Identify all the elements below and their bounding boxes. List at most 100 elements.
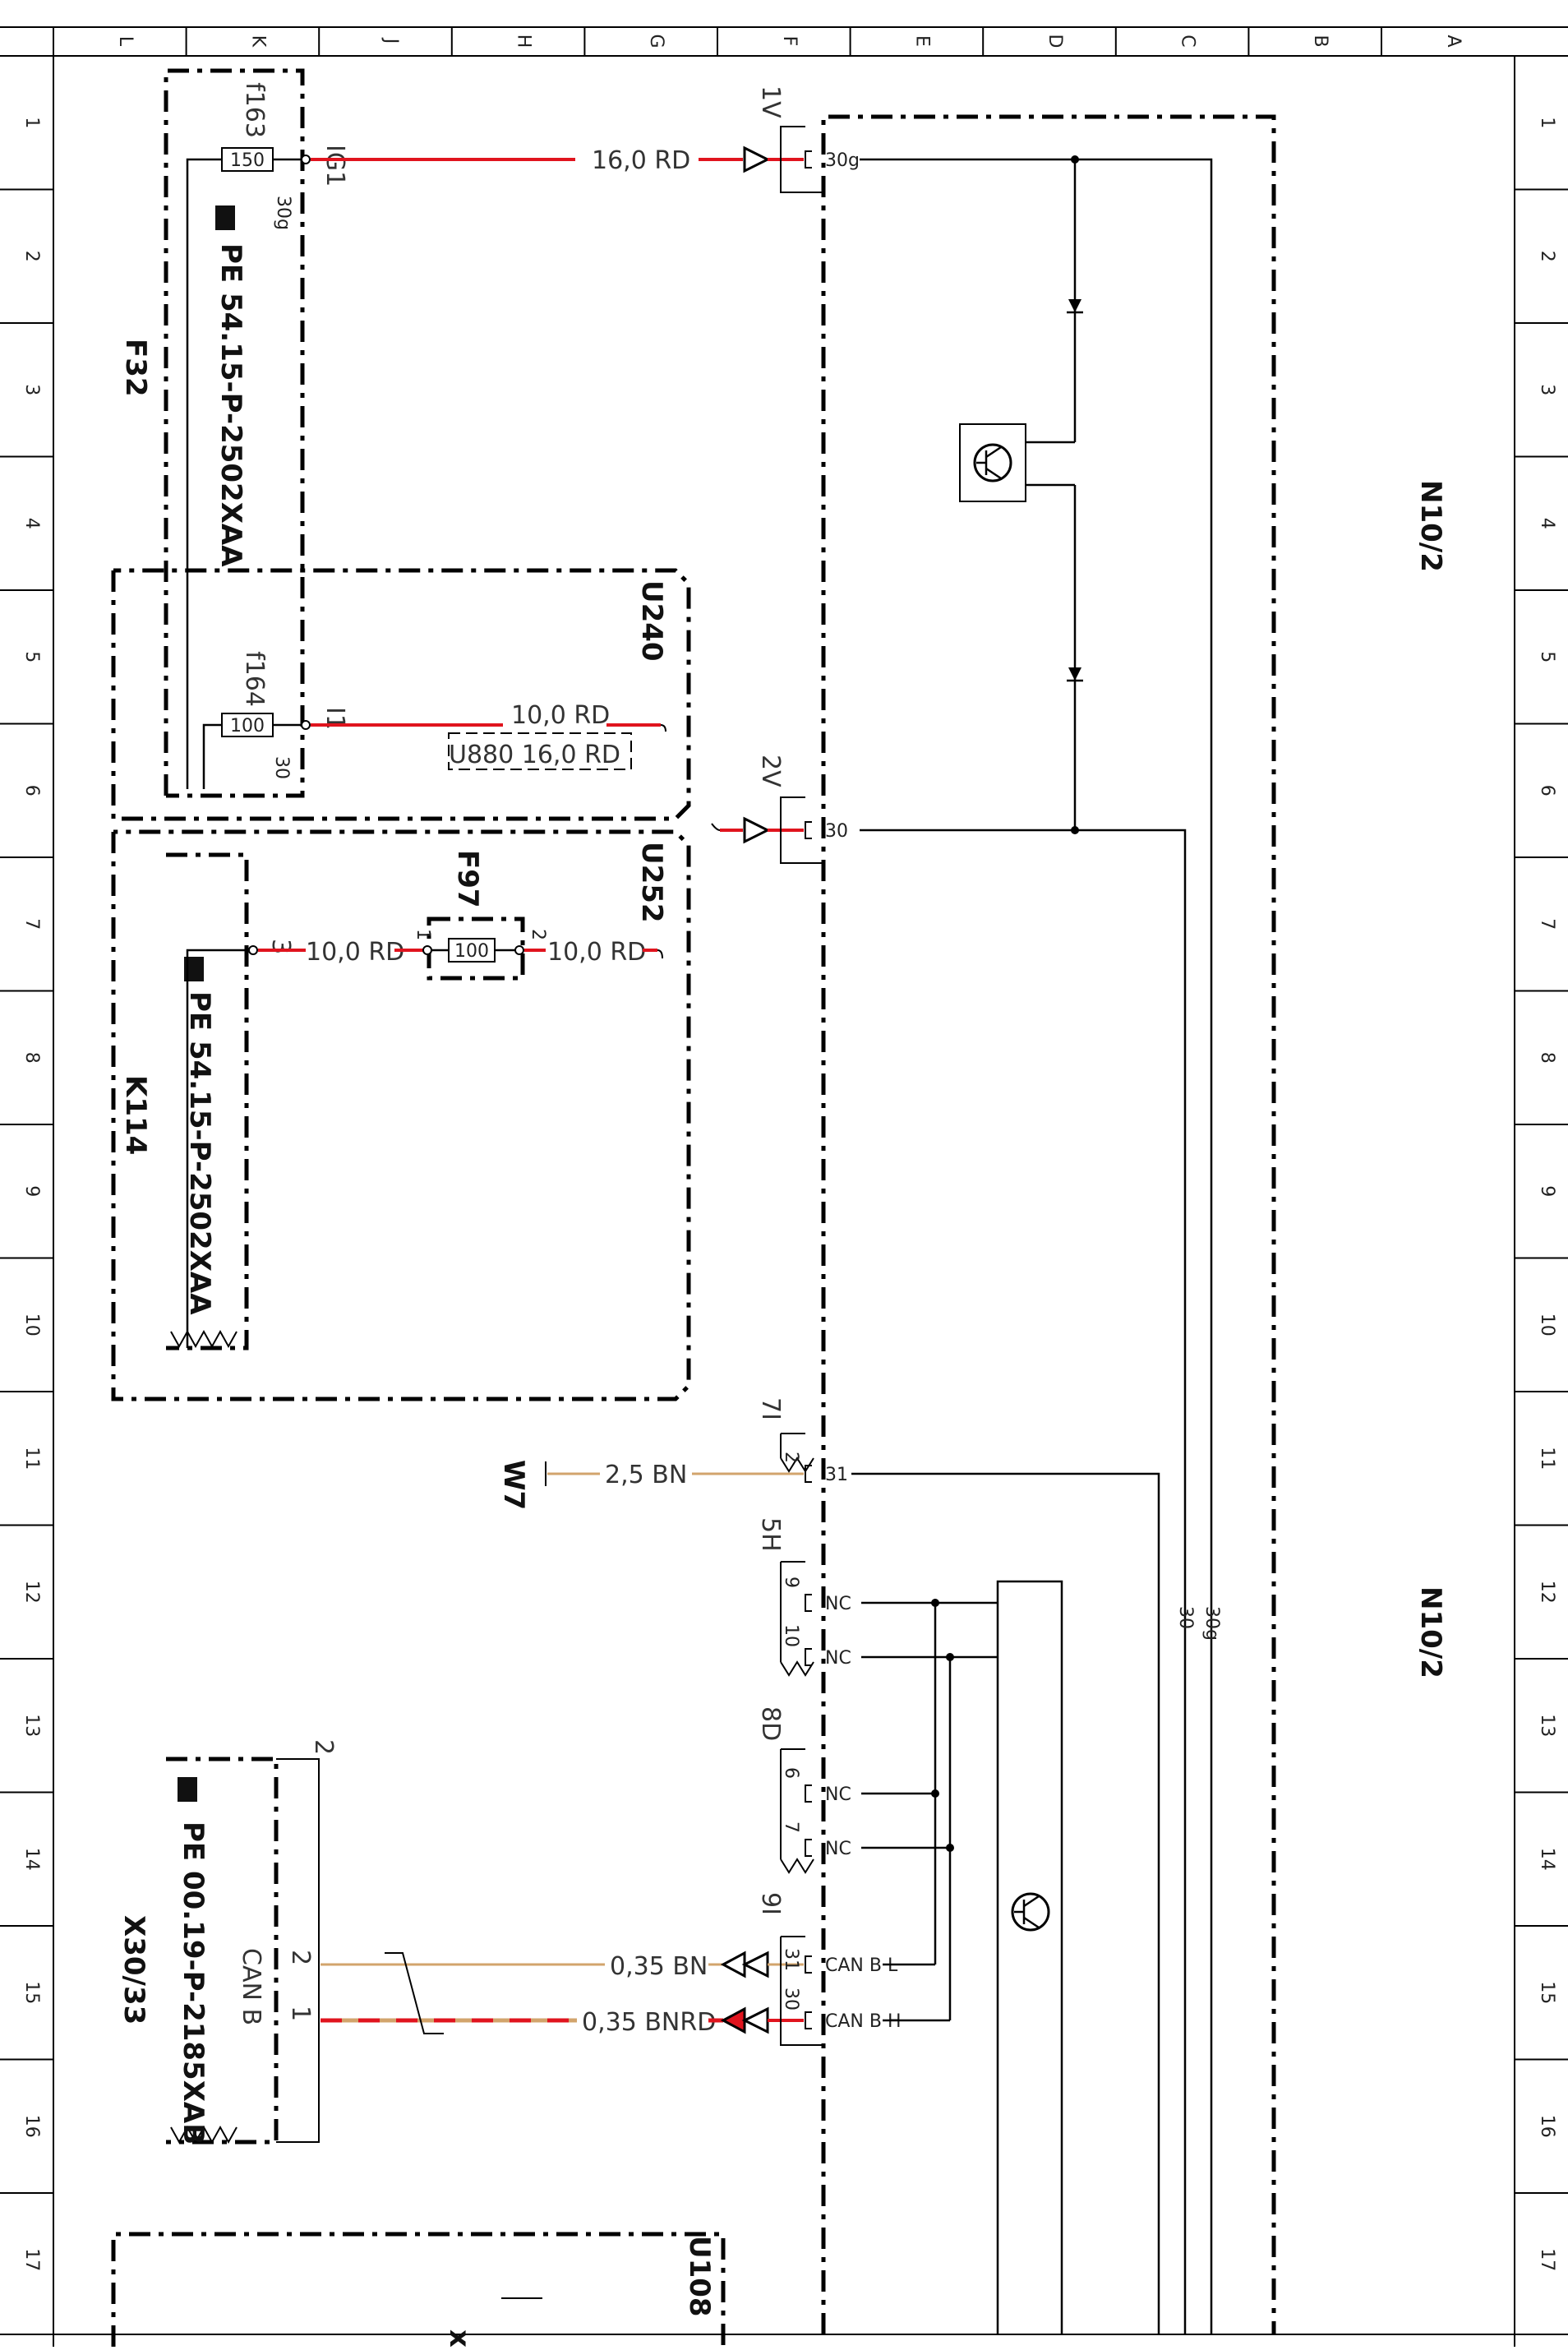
signal-nc-3: NC [825, 1784, 851, 1805]
column-label-l: L [115, 36, 136, 47]
fuse-f164-terminal: 30 [271, 756, 292, 779]
module-label-u240: U240 [635, 580, 668, 662]
signal-30: 30 [825, 821, 848, 842]
f32-bus-30g [186, 158, 222, 789]
signal-can-b-h: CAN B H [825, 2011, 902, 2032]
x30-pin-2-top: 2 [309, 1739, 338, 1755]
pe-reference-f32: PE 54.15-P-2502XAA [214, 243, 247, 567]
n10-2-connector-blocks [780, 126, 823, 2046]
row-label-2-right: 2 [1537, 251, 1557, 262]
row-label-10-right: 10 [1537, 1314, 1557, 1337]
row-label-4-right: 4 [1537, 518, 1557, 529]
column-label-k: K [247, 35, 268, 48]
row-label-8-left: 8 [21, 1052, 42, 1064]
module-label-u252: U252 [635, 842, 668, 923]
row-label-4-left: 4 [21, 518, 42, 529]
n10-2-module-boundary [821, 114, 1276, 2334]
module-label-k114: K114 [119, 1075, 152, 1155]
x30-33-connector-body [276, 1758, 320, 2143]
column-label-c: C [1178, 35, 1198, 47]
module-label-f97: F97 [451, 850, 484, 908]
row-label-11-left: 11 [21, 1447, 42, 1470]
connector-1v: 1V [756, 85, 785, 118]
pin-6: 6 [781, 1767, 801, 1779]
u108-boundary [111, 2232, 726, 2347]
f32-fuse-box-boundary [164, 68, 305, 798]
k114-internal-wire [186, 949, 250, 1348]
x30-pin-2: 2 [286, 1950, 315, 1965]
row-label-14-left: 14 [21, 1848, 42, 1871]
pin-2: 2 [781, 1452, 801, 1463]
column-label-j: J [380, 37, 401, 44]
transistor-icon [1011, 1892, 1050, 1932]
row-label-12-right: 12 [1537, 1581, 1557, 1604]
pin-30: 30 [781, 1988, 801, 2011]
wire-label-0-35-bn: 0,35 BN [610, 1952, 708, 1981]
connector-arrow-1v [743, 145, 771, 173]
fuse-f163-pin: IG1 [321, 145, 349, 187]
wire-label-10-0-rd-k114: 10,0 RD [306, 938, 404, 967]
column-label-h: H [514, 35, 534, 48]
signal-nc-1: NC [825, 1594, 851, 1614]
u240-boundary [111, 568, 691, 821]
can-connector-arrows [720, 1951, 769, 2034]
pin-7: 7 [781, 1821, 801, 1833]
module-label-n10-2-top: N10/2 [1414, 480, 1447, 572]
fuse-f163-terminal: 30g [273, 196, 293, 230]
u880-note: U880 16,0 RD [449, 741, 620, 769]
row-label-9-right: 9 [1537, 1185, 1557, 1197]
row-label-16-left: 16 [21, 2115, 42, 2138]
row-label-5-left: 5 [21, 651, 42, 663]
row-label-15-left: 15 [21, 1981, 42, 2004]
row-label-1-left: 1 [21, 117, 42, 128]
wire-label-16-0-rd: 16,0 RD [592, 146, 690, 175]
u108-x-mark: x [443, 2329, 476, 2347]
f97-pin-out: 2 [528, 929, 548, 940]
column-label-d: D [1045, 35, 1065, 48]
connector-arrow-2v [743, 816, 771, 844]
wire-label-10-0-rd-u240: 10,0 RD [511, 701, 610, 730]
connector-8d-cut-mark [780, 1858, 814, 1874]
column-label-e: E [911, 35, 932, 47]
row-label-13-right: 13 [1537, 1714, 1557, 1737]
ground-label-w7: W7 [497, 1460, 530, 1510]
connector-7i-cut-mark [780, 1457, 814, 1473]
row-label-3-right: 3 [1537, 384, 1557, 395]
signal-can-b-l: CAN B L [825, 1955, 898, 1976]
column-label-g: G [646, 34, 666, 48]
row-label-6-right: 6 [1537, 785, 1557, 796]
row-label-3-left: 3 [21, 384, 42, 395]
x30-pin-1: 1 [286, 2006, 315, 2021]
wire-label-2-5-bn: 2,5 BN [605, 1461, 687, 1489]
fuse-f163-name: f163 [240, 82, 269, 138]
u252-boundary [111, 829, 691, 1401]
fuse-f164-name: f164 [240, 651, 269, 707]
n10-2-internal-wiring [851, 155, 1213, 2334]
pin-10: 10 [781, 1624, 801, 1647]
wire-label-10-0-rd-f97: 10,0 RD [547, 938, 646, 967]
row-label-7-left: 7 [21, 918, 42, 930]
row-label-10-left: 10 [21, 1314, 42, 1337]
pin-31: 31 [781, 1948, 801, 1971]
row-label-2-left: 2 [21, 251, 42, 262]
signal-30g: 30g [825, 150, 860, 171]
module-label-n10-2-bottom: N10/2 [1414, 1586, 1447, 1678]
k114-cut-mark [170, 1329, 238, 1349]
row-label-1-right: 1 [1537, 117, 1557, 128]
rail-label-30g: 30g [1201, 1606, 1222, 1641]
row-label-7-right: 7 [1537, 918, 1557, 930]
rail-label-30: 30 [1175, 1606, 1196, 1629]
row-label-16-right: 16 [1537, 2115, 1557, 2138]
row-label-17-left: 17 [21, 2248, 42, 2271]
module-label-f32: F32 [119, 339, 152, 397]
pin-sockets [805, 150, 812, 2029]
row-label-14-right: 14 [1537, 1848, 1557, 1871]
fuse-f163-rating: 150 [230, 150, 265, 171]
k114-boundary [166, 852, 249, 1350]
module-label-x30-33: X30/33 [118, 1915, 150, 2025]
k114-pin-3: 3 [266, 939, 295, 954]
row-label-9-left: 9 [21, 1185, 42, 1197]
